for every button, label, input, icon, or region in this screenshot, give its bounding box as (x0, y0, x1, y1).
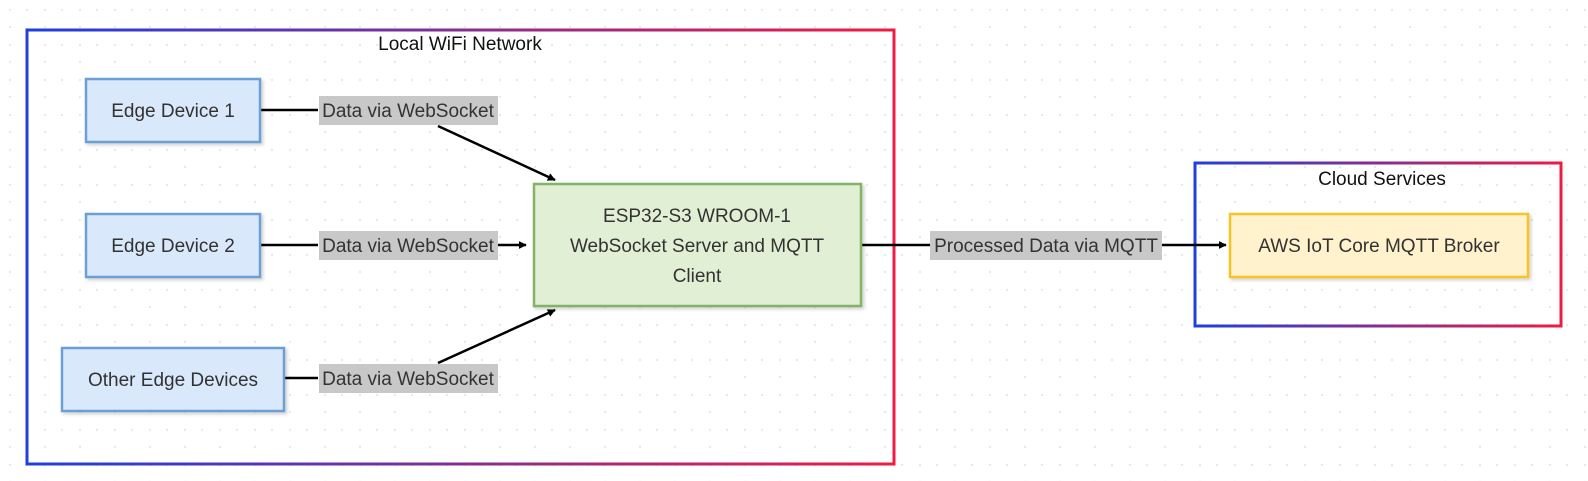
node-other-edge-devices[interactable]: Other Edge Devices (60, 346, 286, 413)
connector-edge3-b (437, 308, 556, 365)
svg-text:Data via WebSocket: Data via WebSocket (322, 369, 495, 390)
edge-label-e4[interactable]: Processed Data via MQTT (930, 231, 1162, 260)
node-edge-device-2[interactable]: Edge Device 2 (84, 212, 262, 279)
node-esp32-line-1: ESP32-S3 WROOM-1 (603, 206, 791, 227)
edge-label-e3[interactable]: Data via WebSocket (319, 364, 498, 393)
svg-text:Processed Data via MQTT: Processed Data via MQTT (934, 236, 1158, 257)
node-edge2-label: Edge Device 2 (111, 236, 235, 257)
node-edge1-label: Edge Device 1 (111, 101, 235, 122)
node-esp32-line-2: WebSocket Server and MQTT (570, 236, 825, 257)
group-cloud-label: Cloud Services (1318, 169, 1446, 190)
node-aws-label: AWS IoT Core MQTT Broker (1258, 236, 1500, 257)
connector-edge1-b (437, 124, 556, 182)
group-local-label: Local WiFi Network (378, 34, 542, 55)
node-aws-iot-core[interactable]: AWS IoT Core MQTT Broker (1228, 212, 1530, 279)
node-edge-other-label: Other Edge Devices (88, 370, 258, 391)
node-esp32-line-3: Client (673, 266, 722, 287)
connectors (260, 108, 1227, 380)
node-esp32-s3[interactable]: ESP32-S3 WROOM-1 WebSocket Server and MQ… (532, 182, 863, 308)
svg-text:Data via WebSocket: Data via WebSocket (322, 236, 495, 257)
edge-label-e2[interactable]: Data via WebSocket (319, 231, 498, 260)
group-local-wifi-network[interactable]: Local WiFi Network (25, 28, 896, 466)
node-edge-device-1[interactable]: Edge Device 1 (84, 77, 262, 144)
svg-text:Data via WebSocket: Data via WebSocket (322, 101, 495, 122)
edge-label-e1[interactable]: Data via WebSocket (319, 96, 498, 125)
